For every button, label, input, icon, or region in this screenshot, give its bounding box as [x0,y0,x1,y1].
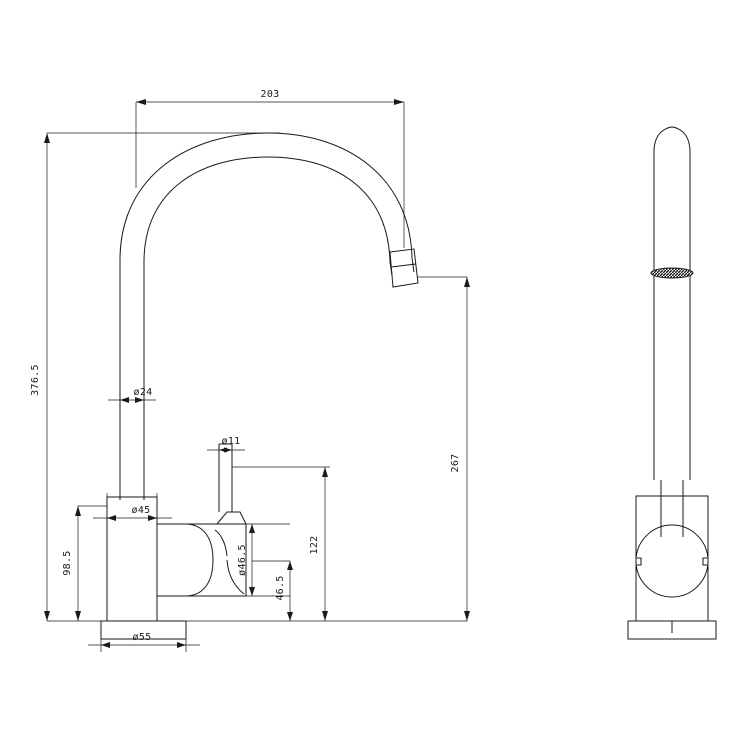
arrow-203-right [394,99,404,105]
spout-inner-profile [143,156,393,500]
arrow-203-left [136,99,146,105]
dim-label-d45: ø45 [132,505,151,516]
spout-aerator-outline [389,248,419,288]
dimension-overall-height: 376.5 [30,133,101,622]
arrow-267-bottom [464,611,470,621]
side-handle-hub-circle [635,524,709,598]
side-body-block [635,495,709,622]
dim-label-267: 267 [450,454,461,473]
arrow-985-top [75,506,81,516]
dim-label-376: 376.5 [30,364,41,396]
dim-label-203: 203 [261,89,280,100]
arrow-d24-left [120,397,129,403]
dim-label-d24: ø24 [134,387,153,398]
front-elevation-view [100,132,419,640]
dimension-base-diameter: ø55 [88,632,200,652]
dimension-spout-reach: 203 [135,89,405,248]
dimension-ball-diameter: ø46.5 [237,523,290,597]
side-elevation-view [627,126,717,640]
dimension-ball-center-height: 46.5 [252,560,293,621]
dimension-body-height: 98.5 [62,505,107,621]
arrow-465h-bottom [287,612,293,621]
arrow-d45-right [148,515,157,521]
cartridge-inner-arc-upper [214,529,228,557]
dim-label-d11: ø11 [222,436,241,447]
arrow-d11-right [224,447,232,453]
dimension-body-diameter: ø45 [93,493,172,521]
arrow-465h-top [287,561,293,570]
side-base-plate [627,620,717,640]
arrow-267-top [464,277,470,287]
dim-label-465h: 46.5 [275,575,286,600]
spout-outer-profile [119,132,415,500]
arrow-d465-top [249,524,255,533]
dim-label-985: 98.5 [62,550,73,575]
ball-valve-outline [157,523,214,597]
cartridge-hub-outline [213,523,247,597]
arrow-d55-left [101,642,110,648]
arrow-122-bottom [322,611,328,621]
dimension-outlet-height: 267 [186,276,470,622]
side-spout-column [653,126,691,480]
cartridge-inner-arc-lower [226,559,245,595]
lever-neck-outline [216,511,247,525]
arrow-d55-right [177,642,186,648]
dim-label-122: 122 [309,536,320,555]
spout-aerator-seam [390,263,417,268]
side-hub-detent-right [702,557,707,566]
arrow-d24-right [135,397,144,403]
arrow-122-top [322,467,328,477]
arrow-d465-bottom [249,587,255,596]
arrow-376-top [44,133,50,143]
dimension-lever-height: 122 [232,466,330,621]
dimension-lever-diameter: ø11 [207,436,245,512]
dim-label-d465: ø46.5 [237,544,248,576]
arrow-d45-left [107,515,116,521]
dim-label-d55: ø55 [133,632,152,643]
dimension-spout-tube-diameter: ø24 [108,374,156,403]
arrow-985-bottom [75,611,81,621]
arrow-376-bottom [44,611,50,621]
side-hub-detent-left [637,557,642,566]
side-aerator-ellipse [650,267,694,279]
